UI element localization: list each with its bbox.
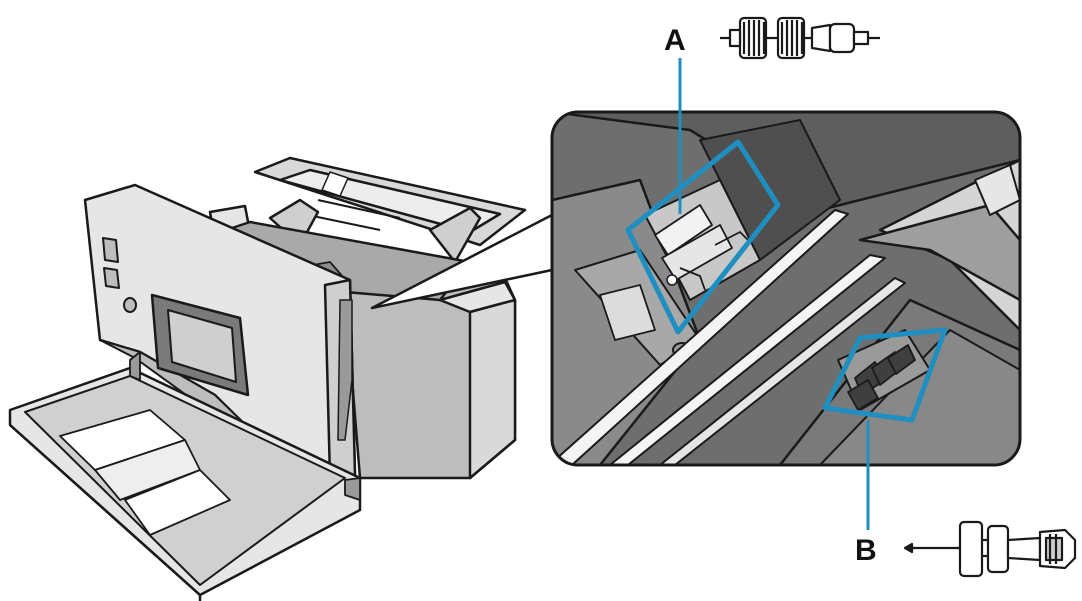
separation-roller-highlight xyxy=(822,327,948,423)
callout-label-a: A xyxy=(664,24,686,57)
callout-label-b: B xyxy=(855,534,877,567)
separation-roller-part-icon xyxy=(903,520,1077,578)
pickup-roller-highlight xyxy=(625,139,781,335)
zoom-detail xyxy=(552,112,1020,465)
pickup-roller-part-icon xyxy=(720,16,880,60)
scanner-illustration xyxy=(8,156,527,601)
zoom-frame xyxy=(550,110,1022,467)
